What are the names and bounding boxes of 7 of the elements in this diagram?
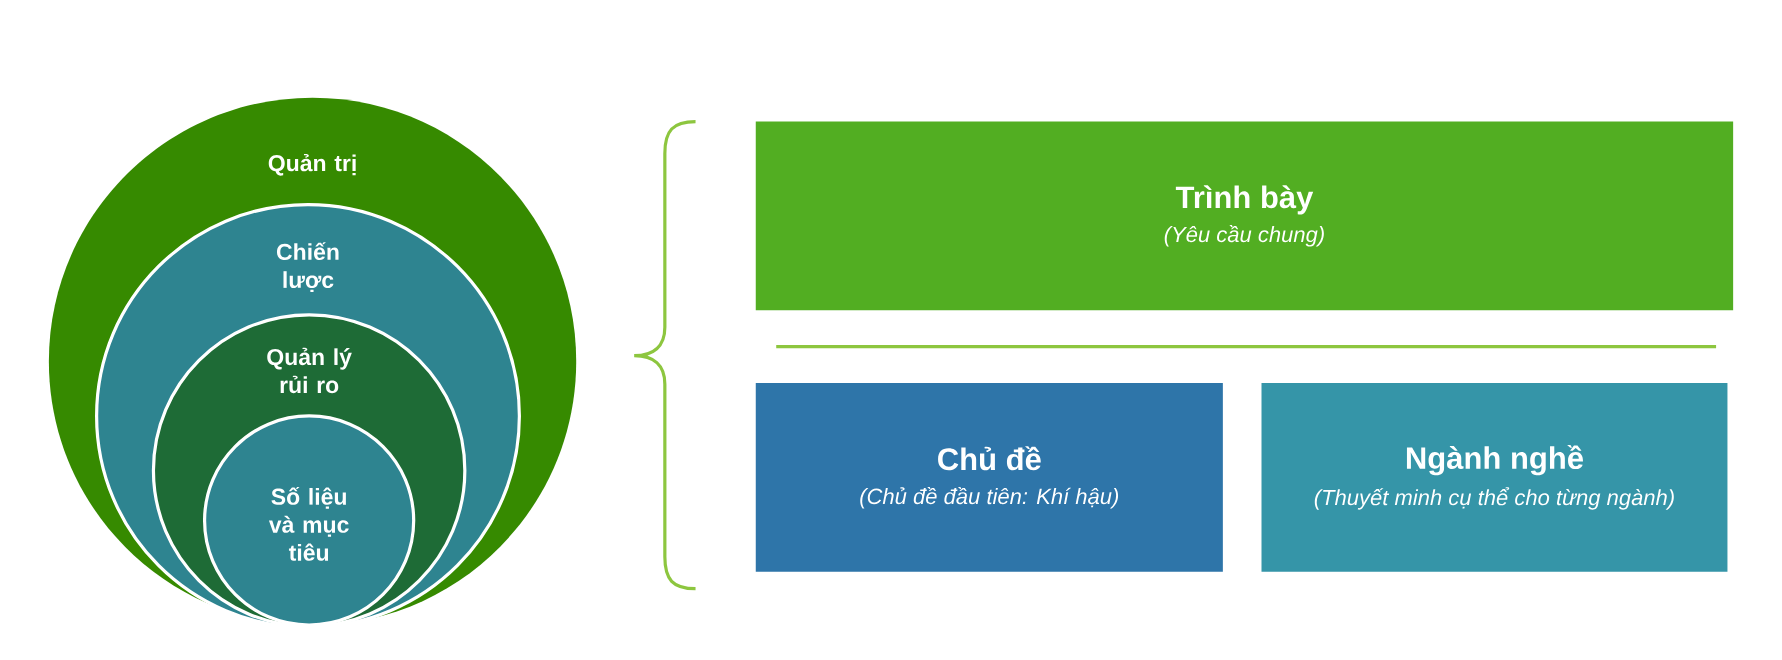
circle-label: Chiến lược: [277, 242, 339, 292]
text-box: Chủ đề (Chủ đề đầu tiên: Khí hậu): [755, 382, 1223, 572]
circle-label: Quản lý rủi ro: [267, 347, 352, 394]
circle-label: Quản trị: [268, 153, 356, 176]
text-box: Trình bày (Yêu cầu chung): [755, 121, 1734, 311]
text-box: Ngành nghề (Thuyết minh cụ thể cho từng ngành): [1261, 382, 1728, 572]
circle-label: Số liệu và mục tiêu: [268, 486, 349, 561]
